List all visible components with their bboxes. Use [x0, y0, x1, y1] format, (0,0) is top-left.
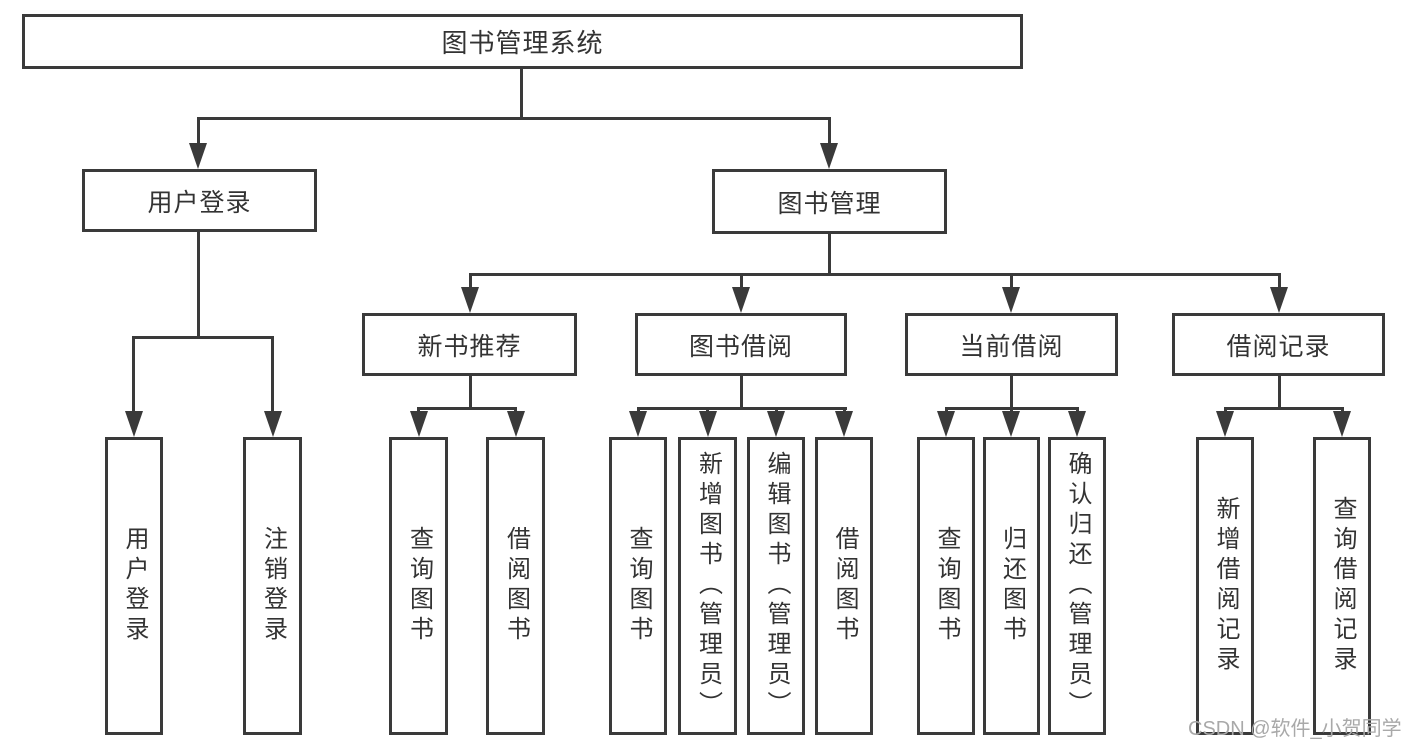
- connector-line: [706, 407, 709, 413]
- leaf-return-books: 归还图书: [983, 437, 1040, 735]
- connector-line: [469, 273, 1280, 276]
- connector-line: [417, 407, 420, 413]
- leaf-label: 归还图书: [998, 526, 1026, 646]
- connector-line: [469, 273, 472, 289]
- leaf-label: 借阅图书: [831, 526, 858, 646]
- leaf-query-borrow-record: 查询借阅记录: [1313, 437, 1371, 735]
- leaf-label: 确认归还（管理员）: [1064, 451, 1091, 721]
- leaf-query-books-current: 查询图书: [917, 437, 975, 735]
- connector-line: [514, 407, 517, 413]
- connector-line: [843, 407, 846, 413]
- connector-line: [1010, 407, 1013, 413]
- leaf-label: 查询图书: [405, 526, 433, 646]
- node-label: 借阅记录: [1226, 332, 1331, 361]
- arrow-down-icon: [461, 287, 479, 313]
- node-label: 图书管理系统: [441, 28, 604, 58]
- node-book-borrow: 图书借阅: [635, 313, 847, 376]
- leaf-query-books-borrow: 查询图书: [609, 437, 667, 735]
- connector-line: [1224, 407, 1227, 413]
- node-label: 图书管理: [777, 189, 882, 218]
- leaf-add-books-admin: 新增图书（管理员）: [678, 437, 737, 735]
- watermark: CSDN @软件_小贺同学: [1188, 718, 1402, 740]
- arrow-down-icon: [767, 411, 785, 437]
- connector-line: [828, 117, 831, 145]
- connector-line: [945, 407, 948, 413]
- connector-line: [1010, 376, 1013, 407]
- connector-line: [417, 407, 517, 410]
- node-label: 用户登录: [147, 188, 252, 217]
- arrow-down-icon: [629, 411, 647, 437]
- connector-line: [828, 234, 831, 273]
- arrow-down-icon: [1270, 287, 1288, 313]
- connector-line: [197, 117, 200, 145]
- arrow-down-icon: [189, 143, 207, 169]
- leaf-user-login: 用户登录: [105, 437, 163, 735]
- connector-line: [520, 69, 523, 117]
- leaf-borrow-books-recommend: 借阅图书: [486, 437, 545, 735]
- arrow-down-icon: [820, 143, 838, 169]
- leaf-confirm-return-admin: 确认归还（管理员）: [1048, 437, 1106, 735]
- leaf-label: 新增借阅记录: [1212, 496, 1239, 676]
- node-label: 当前借阅: [959, 332, 1064, 361]
- arrow-down-icon: [835, 411, 853, 437]
- leaf-label: 新增图书（管理员）: [694, 451, 722, 721]
- connector-line: [271, 336, 274, 413]
- leaf-label: 查询图书: [625, 526, 652, 646]
- leaf-label: 注销登录: [259, 526, 287, 646]
- node-label: 图书借阅: [688, 332, 793, 361]
- connector-line: [132, 336, 135, 413]
- connector-line: [740, 273, 743, 289]
- node-current-borrow: 当前借阅: [905, 313, 1118, 376]
- leaf-edit-books-admin: 编辑图书（管理员）: [747, 437, 805, 735]
- leaf-logout: 注销登录: [243, 437, 302, 735]
- arrow-down-icon: [1216, 411, 1234, 437]
- arrow-down-icon: [937, 411, 955, 437]
- leaf-label: 查询借阅记录: [1329, 496, 1356, 676]
- arrow-down-icon: [507, 411, 525, 437]
- connector-line: [1224, 407, 1344, 410]
- arrow-down-icon: [1002, 411, 1020, 437]
- leaf-label: 用户登录: [121, 526, 148, 646]
- connector-line: [1010, 273, 1013, 289]
- connector-line: [197, 117, 831, 120]
- connector-line: [740, 376, 743, 407]
- connector-line: [1076, 407, 1079, 413]
- node-label: 新书推荐: [417, 332, 522, 361]
- leaf-label: 借阅图书: [502, 526, 530, 646]
- leaf-borrow-books: 借阅图书: [815, 437, 873, 735]
- connector-line: [637, 407, 847, 410]
- leaf-label: 查询图书: [933, 526, 960, 646]
- arrow-down-icon: [1002, 287, 1020, 313]
- arrow-down-icon: [1068, 411, 1086, 437]
- node-book-management: 图书管理: [712, 169, 947, 234]
- connector-line: [1278, 273, 1281, 289]
- node-borrow-records: 借阅记录: [1172, 313, 1385, 376]
- arrow-down-icon: [732, 287, 750, 313]
- leaf-label: 编辑图书（管理员）: [763, 451, 790, 721]
- node-system-root: 图书管理系统: [22, 14, 1023, 69]
- connector-line: [775, 407, 778, 413]
- arrow-down-icon: [264, 411, 282, 437]
- connector-line: [637, 407, 640, 413]
- node-user-login: 用户登录: [82, 169, 317, 232]
- connector-line: [1278, 376, 1281, 407]
- arrow-down-icon: [410, 411, 428, 437]
- leaf-query-books-recommend: 查询图书: [389, 437, 448, 735]
- connector-line: [197, 232, 200, 336]
- connector-line: [469, 376, 472, 407]
- leaf-add-borrow-record: 新增借阅记录: [1196, 437, 1254, 735]
- arrow-down-icon: [1333, 411, 1351, 437]
- arrow-down-icon: [699, 411, 717, 437]
- connector-line: [132, 336, 274, 339]
- node-new-book-recommend: 新书推荐: [362, 313, 577, 376]
- connector-line: [1341, 407, 1344, 413]
- arrow-down-icon: [125, 411, 143, 437]
